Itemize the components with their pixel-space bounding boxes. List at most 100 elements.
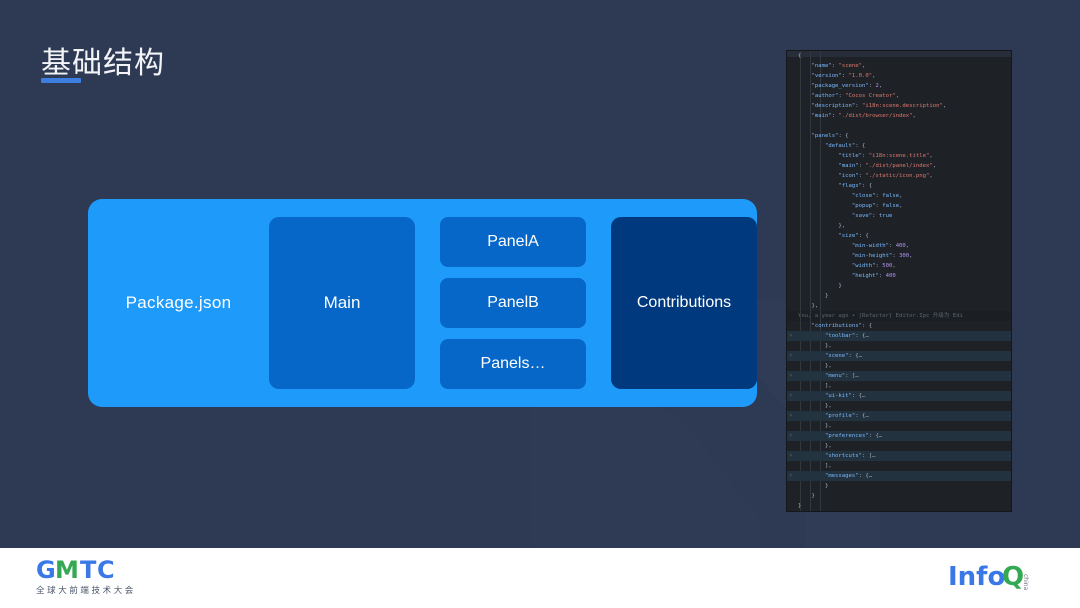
code-line[interactable]: "min-height": 300, (787, 251, 1011, 261)
code-token: "popup" (851, 203, 876, 209)
code-line[interactable]: } (787, 281, 1011, 291)
code-token: "scene" (824, 353, 849, 359)
gmtc-subtitle: 全球大前端技术大会 (36, 586, 136, 596)
code-line[interactable]: }, (787, 441, 1011, 451)
panel-a-box[interactable]: PanelA (440, 217, 586, 267)
code-line[interactable]: } (787, 491, 1011, 501)
chevron-right-icon[interactable]: › (789, 372, 793, 379)
code-line[interactable]: "icon": "./static/icon.png", (787, 171, 1011, 181)
code-line[interactable]: } (787, 481, 1011, 491)
code-token: : { (862, 183, 873, 189)
code-line[interactable]: "title": "i18n:scene.title", (787, 151, 1011, 161)
code-line-folded[interactable]: › "toolbar": {… (787, 331, 1011, 341)
code-line-folded[interactable]: › "messages": {… (787, 471, 1011, 481)
code-line[interactable]: }, (787, 421, 1011, 431)
code-indent (798, 403, 825, 409)
code-lines[interactable]: { "name": "scene", "version": "1.0.0", "… (787, 51, 1011, 511)
code-indent (798, 263, 852, 269)
code-token: 300 (899, 253, 910, 259)
code-line[interactable]: "min-width": 400, (787, 241, 1011, 251)
code-line[interactable]: }, (787, 361, 1011, 371)
code-line[interactable]: }, (787, 401, 1011, 411)
code-token: "author" (811, 93, 839, 99)
code-token: , (899, 203, 903, 209)
main-box[interactable]: Main (269, 217, 415, 389)
code-token: } (824, 293, 829, 299)
code-token: 400 (885, 273, 896, 279)
code-token: "close" (851, 193, 876, 199)
code-indent (798, 413, 825, 419)
code-line[interactable]: "popup": false, (787, 201, 1011, 211)
code-indent (798, 203, 852, 209)
code-token: "ui-kit" (824, 393, 852, 399)
svg-text:G: G (36, 557, 56, 583)
code-line[interactable]: }, (787, 341, 1011, 351)
code-token: , (895, 93, 900, 99)
code-line[interactable]: "name": "scene", (787, 61, 1011, 71)
code-editor-panel[interactable]: { "name": "scene", "version": "1.0.0", "… (787, 51, 1011, 511)
contributions-box[interactable]: Contributions (611, 217, 757, 389)
code-line[interactable]: ], (787, 381, 1011, 391)
code-token: , (932, 163, 937, 169)
code-token: , (909, 253, 913, 259)
code-line[interactable]: "author": "Cocos Creator", (787, 91, 1011, 101)
code-line[interactable]: "save": true (787, 211, 1011, 221)
code-line[interactable]: "close": false, (787, 191, 1011, 201)
code-line[interactable]: "main": "./dist/panel/index", (787, 161, 1011, 171)
code-token: "panels" (811, 133, 839, 139)
git-blame-line: You, a year ago • [Refactor] Editor.Ipc … (787, 311, 1011, 321)
code-line-folded[interactable]: › "shortcuts": [… (787, 451, 1011, 461)
panel-b-box[interactable]: PanelB (440, 278, 586, 328)
code-indent (798, 443, 825, 449)
code-line[interactable]: }, (787, 221, 1011, 231)
chevron-right-icon[interactable]: › (789, 332, 793, 339)
code-line[interactable]: "description": "i18n:scene.description", (787, 101, 1011, 111)
code-line-folded[interactable]: › "profile": {… (787, 411, 1011, 421)
code-line[interactable]: "panels": { (787, 131, 1011, 141)
code-token: "name" (811, 63, 832, 69)
code-indent (798, 73, 811, 79)
code-token: , (905, 243, 910, 249)
code-line[interactable]: ], (787, 461, 1011, 471)
code-token: "min-width" (851, 243, 889, 249)
panels-column: PanelA PanelB Panels… (440, 217, 586, 389)
gmtc-logo: G M T C (36, 557, 115, 583)
code-line[interactable] (787, 121, 1011, 131)
code-line-folded[interactable]: › "ui-kit": {… (787, 391, 1011, 401)
code-line[interactable]: "version": "1.0.0", (787, 71, 1011, 81)
code-token: : [… (862, 453, 876, 459)
code-token: true (878, 213, 893, 219)
chevron-right-icon[interactable]: › (789, 352, 793, 359)
code-line[interactable]: { (787, 51, 1011, 61)
chevron-right-icon[interactable]: › (789, 472, 793, 479)
code-line[interactable]: "height": 400 (787, 271, 1011, 281)
code-line[interactable]: } (787, 291, 1011, 301)
code-line-folded[interactable]: › "scene": {… (787, 351, 1011, 361)
code-line-folded[interactable]: › "preferences": {… (787, 431, 1011, 441)
code-line[interactable]: "width": 500, (787, 261, 1011, 271)
code-line[interactable]: "package_version": 2, (787, 81, 1011, 91)
code-token: "contributions" (811, 323, 863, 329)
code-indent (798, 223, 838, 229)
svg-text:Info: Info (948, 562, 1005, 592)
code-line[interactable]: "size": { (787, 231, 1011, 241)
code-line[interactable]: } (787, 501, 1011, 511)
code-token: 500 (882, 263, 893, 269)
code-token: , (872, 73, 876, 79)
chevron-right-icon[interactable]: › (789, 452, 793, 459)
code-indent (798, 423, 825, 429)
panels-more-box[interactable]: Panels… (440, 339, 586, 389)
code-line[interactable]: "flags": { (787, 181, 1011, 191)
code-token: : {… (858, 473, 873, 479)
code-token: { (798, 53, 802, 59)
chevron-right-icon[interactable]: › (789, 412, 793, 419)
code-line[interactable]: "contributions": { (787, 321, 1011, 331)
chevron-right-icon[interactable]: › (789, 432, 793, 439)
code-line[interactable]: "main": "./dist/browser/index", (787, 111, 1011, 121)
code-line[interactable]: "default": { (787, 141, 1011, 151)
code-line-folded[interactable]: › "menu": [… (787, 371, 1011, 381)
code-indent (798, 323, 811, 329)
code-line[interactable]: }, (787, 301, 1011, 311)
chevron-right-icon[interactable]: › (789, 392, 793, 399)
code-token: "title" (838, 153, 862, 159)
